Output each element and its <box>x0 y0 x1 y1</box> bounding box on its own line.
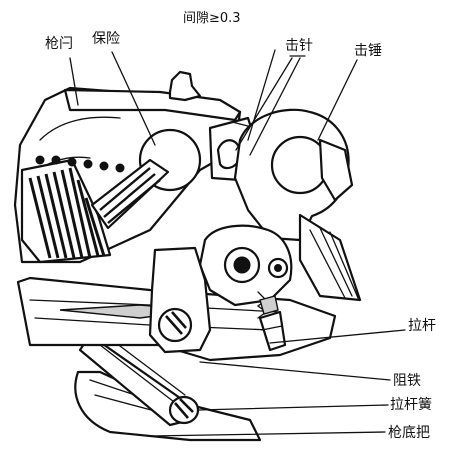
knurled-grip <box>20 155 125 264</box>
pull-rod-spring-part <box>78 333 200 427</box>
label-stop-iron: 阻铁 <box>393 373 421 389</box>
label-stock: 枪底把 <box>388 424 430 441</box>
label-pull-rod: 拉杆 <box>408 318 436 334</box>
sear-assembly <box>198 224 293 319</box>
label-pull-rod-spring: 拉杆簧 <box>390 397 432 413</box>
label-safety: 保险 <box>92 31 120 47</box>
label-bolt: 枪闩 <box>45 35 73 52</box>
label-clearance: 间隙≥0.3 <box>183 11 241 26</box>
stop-iron-part <box>148 246 212 354</box>
label-firing-pin: 击针 <box>285 38 313 54</box>
leader-lines <box>69 49 406 437</box>
pull-rod-part <box>258 310 287 352</box>
hammer-part <box>233 108 362 302</box>
label-hammer: 击锤 <box>354 43 382 59</box>
